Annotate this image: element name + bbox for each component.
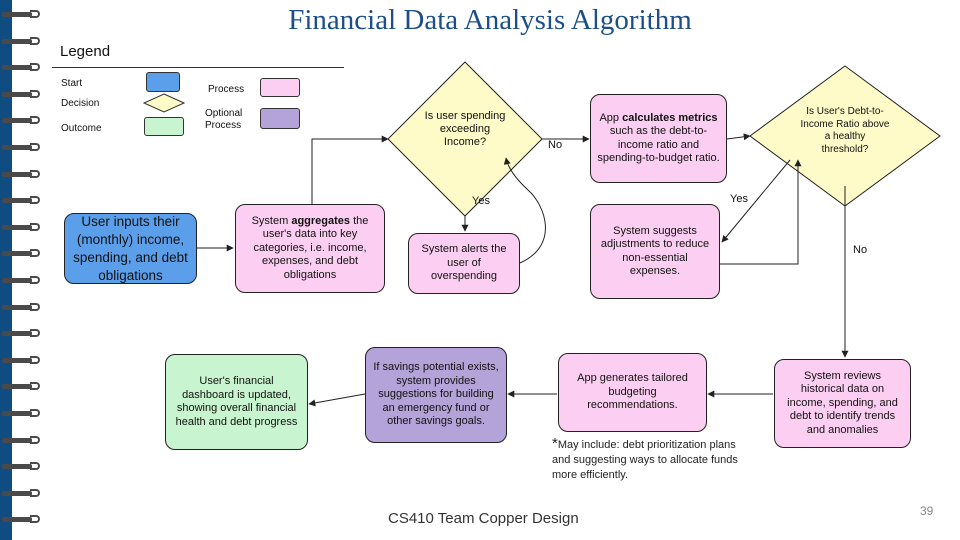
legend-decision-label: Decision (61, 98, 100, 109)
binder-ring (2, 89, 42, 98)
legend-process-label: Process (208, 84, 245, 95)
footnote-text: May include: debt prioritization plans a… (552, 439, 738, 481)
node-aggregate-text: System aggregates the user's data into k… (242, 215, 378, 283)
node-suggest-text: System suggests adjustments to reduce no… (600, 224, 710, 278)
binder-rings (0, 0, 44, 540)
legend-process-swatch (260, 78, 300, 97)
node-aggregate: System aggregates the user's data into k… (235, 204, 385, 293)
legend-divider (52, 67, 344, 68)
node-alert-text: System alerts the user of overspending (421, 243, 507, 283)
binder-ring (2, 10, 42, 18)
aggregate-text-pre: System (251, 214, 292, 227)
legend-outcome-label: Outcome (61, 123, 102, 134)
node-alert: System alerts the user of overspending (408, 233, 520, 294)
node-dashboard-updated: User's financial dashboard is updated, s… (165, 354, 308, 450)
binder-ring (2, 36, 42, 45)
legend-optional-label-2: Process (205, 120, 242, 131)
edge-label-yes-dti: Yes (730, 193, 748, 205)
arrow-alert-loop (503, 157, 546, 264)
binder-ring (2, 116, 42, 125)
page-number: 39 (920, 504, 934, 518)
node-review-history: System reviews historical data on income… (774, 359, 911, 448)
binder-spine (0, 0, 12, 540)
binder-ring (2, 355, 42, 364)
binder-ring (2, 488, 42, 497)
aggregate-text-bold: aggregates (291, 214, 351, 227)
edge-label-yes-spending: Yes (472, 195, 490, 207)
binder-ring (2, 515, 42, 524)
arrow-aggregate-to-decision (311, 135, 389, 204)
arrow-calculate-to-dti (726, 133, 751, 141)
binder-ring (2, 462, 42, 471)
legend-optional-label-1: Optional (205, 108, 243, 119)
node-calculate-metrics: App calculates metrics such as the debt-… (590, 94, 727, 183)
binder-ring (2, 63, 42, 72)
legend-start-label: Start (61, 78, 83, 89)
binder-ring (2, 222, 42, 231)
node-review-text: System reviews historical data on income… (787, 369, 898, 436)
calc-text-bold2: metrics (678, 111, 718, 124)
arrow-savings-to-dashboard (308, 393, 366, 407)
binder-ring (2, 276, 42, 284)
calc-text-post: such as the debt-to-income ratio and spe… (597, 125, 720, 164)
binder-ring (2, 143, 42, 151)
node-start-user-inputs: User inputs their (monthly) income, spen… (64, 213, 197, 284)
legend-start-swatch (146, 72, 180, 92)
binder-ring (2, 409, 42, 417)
decision-spending-text: Is user spending exceeding Income? (424, 110, 506, 148)
edge-label-no-dti: No (853, 244, 868, 256)
edge-label-no-spending: No (548, 139, 563, 151)
legend-decision-swatch (143, 93, 185, 113)
arrow-yes-to-suggest (721, 159, 791, 243)
calc-text-bold1: calculates (622, 111, 676, 124)
decision-dti-text: Is User's Debt-to-Income Ratio above a h… (800, 106, 890, 155)
footnote-may-include: *May include: debt prioritization plans … (552, 436, 742, 483)
node-calculate-text: App calculates metrics such as the debt-… (597, 112, 720, 166)
legend-optional-swatch (260, 108, 300, 129)
node-dashboard-text: User's financial dashboard is updated, s… (175, 375, 298, 428)
binder-ring (2, 169, 42, 178)
node-savings-text: If savings potential exists, system prov… (373, 361, 499, 428)
binder-ring (2, 249, 42, 258)
arrow-suggest-to-dti (720, 159, 802, 265)
binder-ring (2, 382, 42, 391)
legend-outcome-swatch (144, 117, 184, 136)
node-budget-recommendations: App generates tailored budgeting recomme… (558, 353, 707, 432)
node-budget-text: App generates tailored budgeting recomme… (577, 372, 688, 412)
binder-ring (2, 302, 42, 311)
footnote-asterisk: * (552, 435, 558, 452)
legend-title: Legend (60, 43, 111, 60)
footer-team: CS410 Team Copper Design (388, 510, 579, 527)
node-savings-suggestions: If savings potential exists, system prov… (365, 347, 507, 443)
node-suggest-adjustments: System suggests adjustments to reduce no… (590, 204, 720, 299)
binder-ring (2, 329, 42, 338)
binder-ring (2, 196, 42, 205)
calc-text-pre: App (599, 111, 623, 124)
page-title: Financial Data Analysis Algorithm (288, 4, 692, 36)
node-start-text: User inputs their (monthly) income, spen… (73, 213, 188, 283)
aggregate-text-post: the user's data into key categories, i.e… (253, 214, 369, 281)
binder-ring (2, 435, 42, 444)
